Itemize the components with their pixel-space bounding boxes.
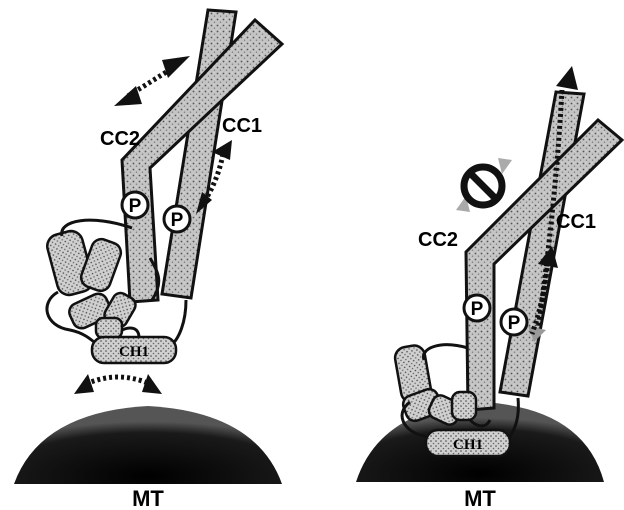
cc2-label-right: CC2 — [418, 229, 458, 251]
phospho-site-right-2: P — [501, 309, 527, 335]
microtubule-left — [14, 406, 282, 484]
double-arrow-icon — [74, 374, 162, 394]
ch1-label-right: CH1 — [453, 437, 483, 453]
cc2-label-left: CC2 — [100, 128, 140, 150]
domain-cylinder-left-5 — [96, 318, 122, 338]
mt-label-left: MT — [132, 486, 164, 510]
mt-label-right: MT — [464, 486, 496, 510]
right-panel: CH1 P P CC2 CC1 MT — [356, 66, 622, 510]
prohibition-icon — [456, 158, 512, 212]
phospho-label: P — [508, 313, 521, 334]
phospho-label: P — [471, 299, 484, 320]
phospho-site-right-1: P — [464, 295, 490, 321]
cc1-label-right: CC1 — [556, 211, 596, 233]
phospho-label: P — [171, 210, 184, 231]
left-panel: CH1 P P CC2 CC1 MT — [14, 10, 282, 510]
phospho-site-left-2: P — [164, 206, 190, 232]
phospho-label: P — [129, 196, 142, 217]
domain-cylinder-left-2 — [78, 236, 123, 293]
cc1-label-left: CC1 — [222, 115, 262, 137]
domain-cylinder-right-4 — [452, 392, 476, 420]
ch1-label-left: CH1 — [119, 344, 149, 360]
phospho-site-left-1: P — [122, 192, 148, 218]
